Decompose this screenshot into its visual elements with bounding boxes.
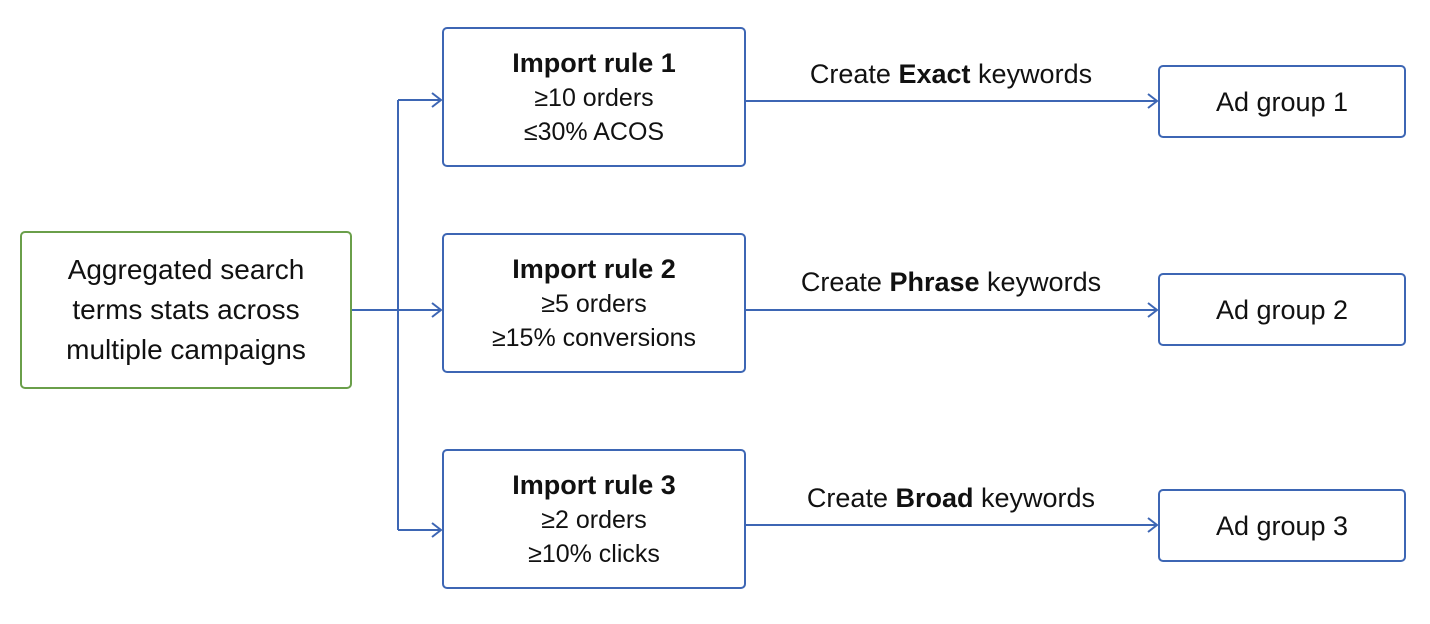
import-rule-1-criterion-2: ≤30% ACOS (523, 118, 665, 146)
edge-label-rule-2-match-type: Phrase (889, 267, 980, 297)
edge-label-rule-2-prefix: Create (800, 267, 882, 297)
import-rule-2-node: Import rule 2 ≥5 orders ≥15% conversions (442, 233, 746, 373)
edge-label-rule-2: Create Phrase keywords (801, 265, 1101, 299)
edge-label-rule-1-suffix: keywords (978, 59, 1093, 89)
import-rule-1-criterion-1: ≥10 orders (534, 84, 654, 112)
ad-group-1-label: Ad group 1 (1215, 86, 1349, 117)
edge-label-rule-3-match-type: Broad (895, 483, 974, 513)
edge-label-rule-3: Create Broad keywords (807, 481, 1095, 515)
import-rule-3-title: Import rule 3 (512, 470, 676, 500)
ad-group-3-label: Ad group 3 (1215, 510, 1349, 541)
arrowhead-group-3 (1147, 517, 1159, 533)
edge-label-rule-1-prefix: Create (809, 59, 891, 89)
edge-label-rule-2-suffix: keywords (987, 267, 1102, 297)
arrowhead-rule-3 (431, 522, 443, 538)
ad-group-2-node: Ad group 2 (1158, 273, 1406, 346)
edge-label-rule-3-suffix: keywords (981, 483, 1096, 513)
import-rule-2-criterion-2: ≥15% conversions (491, 324, 697, 352)
arrowhead-rule-2 (431, 302, 443, 318)
arrowhead-group-1 (1147, 93, 1159, 109)
import-rule-3-criterion-1: ≥2 orders (541, 506, 647, 534)
source-text-line-1: Aggregated search (67, 254, 305, 285)
import-rule-2-title: Import rule 2 (512, 254, 676, 284)
edge-label-rule-3-prefix: Create (806, 483, 888, 513)
ad-group-2-label: Ad group 2 (1215, 294, 1349, 325)
arrowhead-group-2 (1147, 302, 1159, 318)
source-text-line-3: multiple campaigns (66, 334, 306, 365)
source-node: Aggregated search terms stats across mul… (20, 231, 352, 389)
import-rule-3-criterion-2: ≥10% clicks (528, 540, 660, 568)
arrowhead-rule-1 (431, 92, 443, 108)
source-text-line-2: terms stats across (72, 294, 300, 325)
import-rule-2-criterion-1: ≥5 orders (541, 290, 647, 318)
import-rule-1-title: Import rule 1 (512, 48, 676, 78)
ad-group-1-node: Ad group 1 (1158, 65, 1406, 138)
import-rule-3-node: Import rule 3 ≥2 orders ≥10% clicks (442, 449, 746, 589)
import-rule-1-node: Import rule 1 ≥10 orders ≤30% ACOS (442, 27, 746, 167)
edge-label-rule-1-match-type: Exact (898, 59, 971, 89)
edge-label-rule-1: Create Exact keywords (810, 57, 1092, 91)
ad-group-3-node: Ad group 3 (1158, 489, 1406, 562)
